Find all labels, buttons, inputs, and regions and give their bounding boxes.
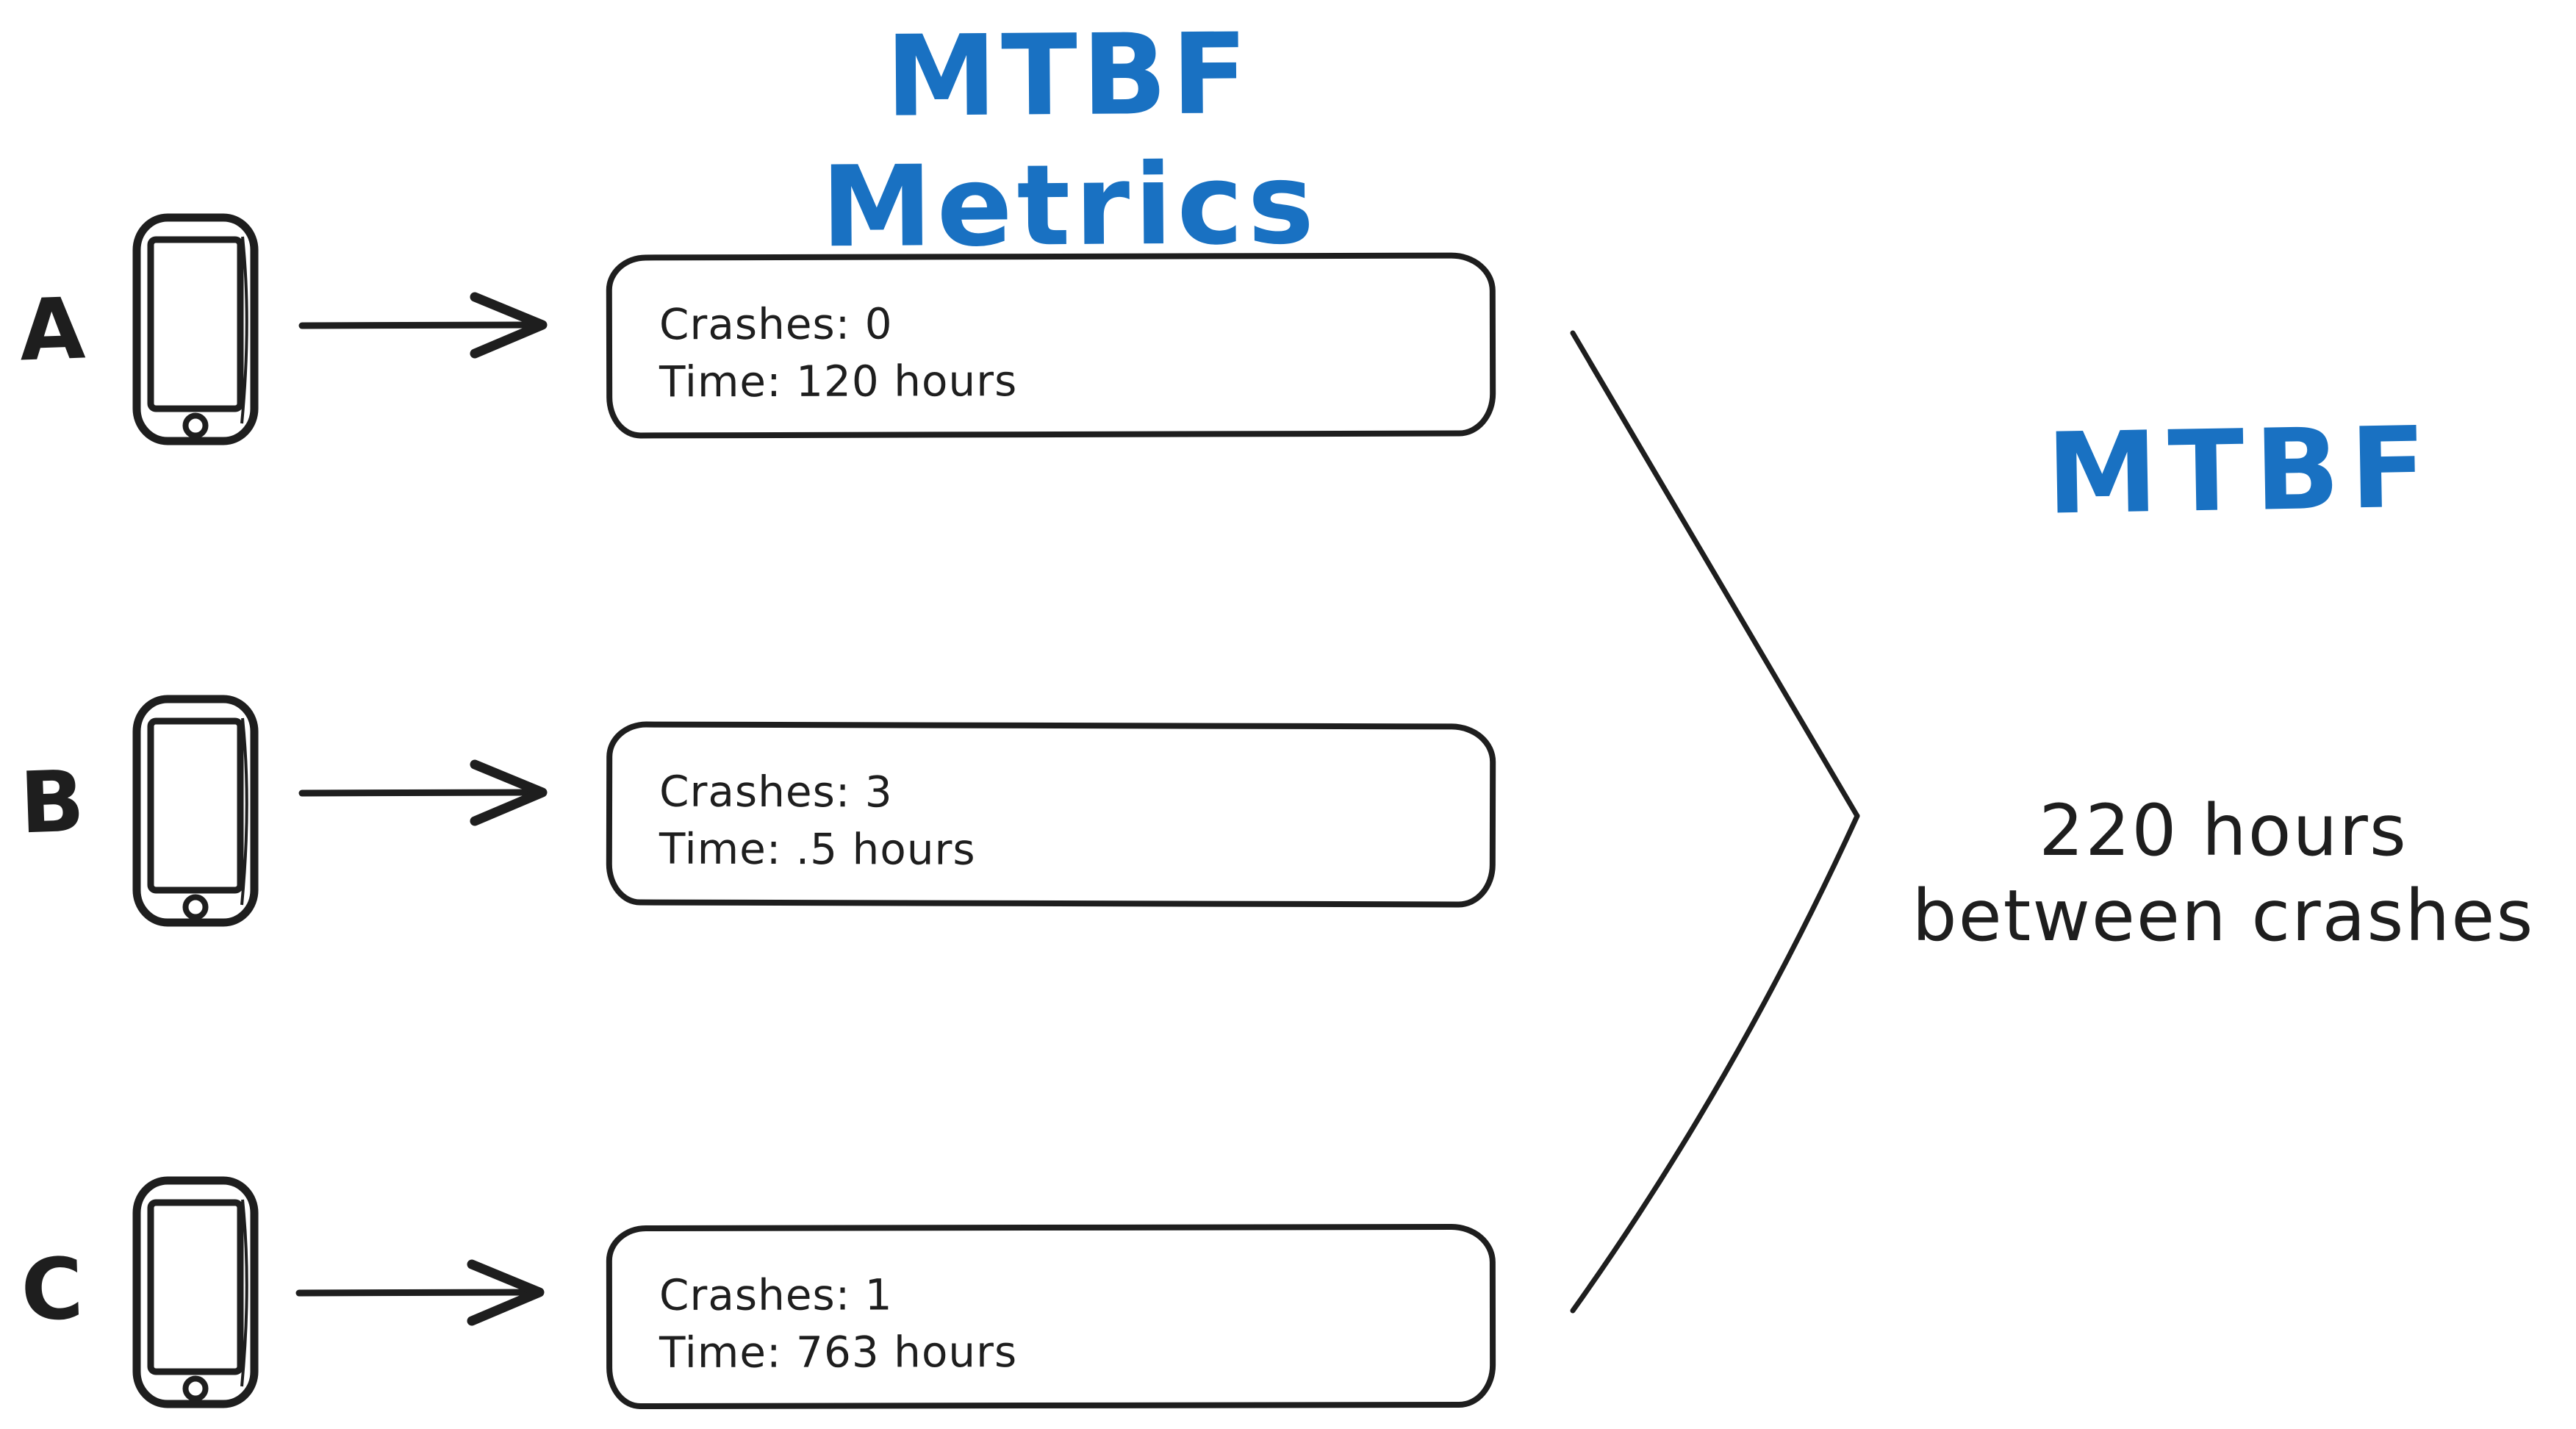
metric-box-b: Crashes: 3 Time: .5 hours [606,721,1496,908]
phone-icon [131,212,260,447]
result-heading: MTBF [2045,402,2438,540]
device-label-b: B [18,752,87,853]
arrow-icon [298,288,548,362]
diagram-title: MTBF Metrics [820,9,1319,273]
phone-icon [131,1175,260,1410]
crashes-value-b: Crashes: 3 [659,766,893,817]
converge-chevron-icon [1570,330,1860,1314]
metric-box-c: Crashes: 1 Time: 763 hours [606,1223,1496,1410]
crashes-value-c: Crashes: 1 [659,1269,893,1320]
result-line1: 220 hours [2039,789,2408,872]
phone-icon [131,693,260,928]
arrow-icon [295,1256,545,1329]
metric-box-a: Crashes: 0 Time: 120 hours [606,252,1496,439]
time-value-b: Time: .5 hours [659,823,976,875]
time-value-a: Time: 120 hours [659,356,1018,407]
device-label-a: A [18,279,87,381]
result-line2: between crashes [1912,875,2535,957]
crashes-value-a: Crashes: 0 [659,298,893,350]
device-label-c: C [19,1239,85,1341]
result-value: 220 hours between crashes [1870,788,2576,959]
time-value-c: Time: 763 hours [659,1327,1018,1378]
arrow-icon [298,756,548,829]
